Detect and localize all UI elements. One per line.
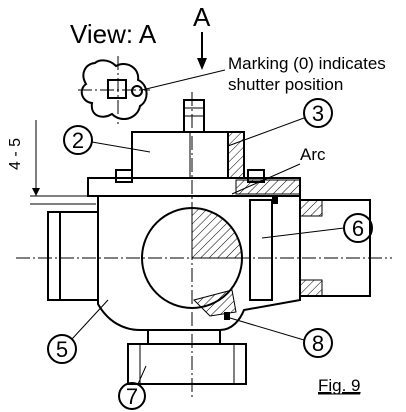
dimension-label: 4 - 5 — [7, 138, 24, 170]
view-a-spindle-square — [107, 79, 127, 99]
view-a-body-outline — [80, 59, 148, 121]
dim-arrow — [32, 188, 40, 196]
left-port — [47, 211, 98, 301]
callout-5-text: 5 — [56, 337, 68, 362]
view-a-marking-circle — [131, 85, 143, 97]
flange-hatch — [235, 179, 301, 195]
callout-8-text: 8 — [312, 331, 324, 356]
seal-top — [272, 196, 278, 204]
seal-bottom — [224, 312, 230, 320]
callout-7-text: 7 — [126, 384, 138, 409]
callout-leader — [229, 317, 305, 341]
view-label: View: A — [70, 19, 157, 49]
right-port-hatch-top — [299, 199, 323, 217]
callout-2-text: 2 — [72, 128, 84, 153]
right-port-hatch-bottom — [299, 279, 323, 297]
callout-leader — [71, 299, 109, 340]
dimension-4-5: 4 - 5 — [7, 120, 96, 205]
view-a-inset: View: A — [70, 19, 226, 124]
valve-main — [16, 92, 392, 400]
bottom-nut — [127, 343, 247, 385]
callout-3-text: 3 — [312, 101, 324, 126]
section-letter: A — [193, 2, 211, 32]
ball-section-hatch — [191, 207, 243, 259]
callout-6: 6 — [261, 213, 373, 243]
arc-label: Arc — [300, 145, 326, 164]
bolt-right — [247, 169, 265, 183]
marking-note-line2: shutter position — [228, 75, 343, 94]
lower-hatch — [193, 289, 237, 317]
callout-leader — [261, 227, 345, 239]
marking-leader-line — [141, 69, 226, 91]
callout-leader — [91, 141, 151, 153]
figure-caption: Fig. 9 — [318, 376, 361, 395]
callout-7: 7 — [118, 365, 147, 410]
callout-leader — [137, 365, 147, 385]
right-port — [300, 199, 371, 297]
callout-3: 3 — [227, 98, 333, 147]
callout-leader — [227, 117, 305, 147]
bottom-neck — [147, 329, 221, 345]
marking-note-line1: Marking (0) indicates — [228, 54, 386, 73]
section-arrow-head — [197, 58, 207, 70]
callout-2: 2 — [63, 125, 151, 155]
callout-6-text: 6 — [352, 216, 364, 241]
callout-5: 5 — [47, 299, 109, 364]
arc-leader — [231, 163, 301, 195]
top-block-hatch — [227, 131, 245, 179]
right-seat — [249, 199, 273, 301]
bolt-left — [115, 169, 133, 183]
callout-8: 8 — [229, 317, 333, 358]
section-arrow-a: A — [193, 2, 211, 70]
